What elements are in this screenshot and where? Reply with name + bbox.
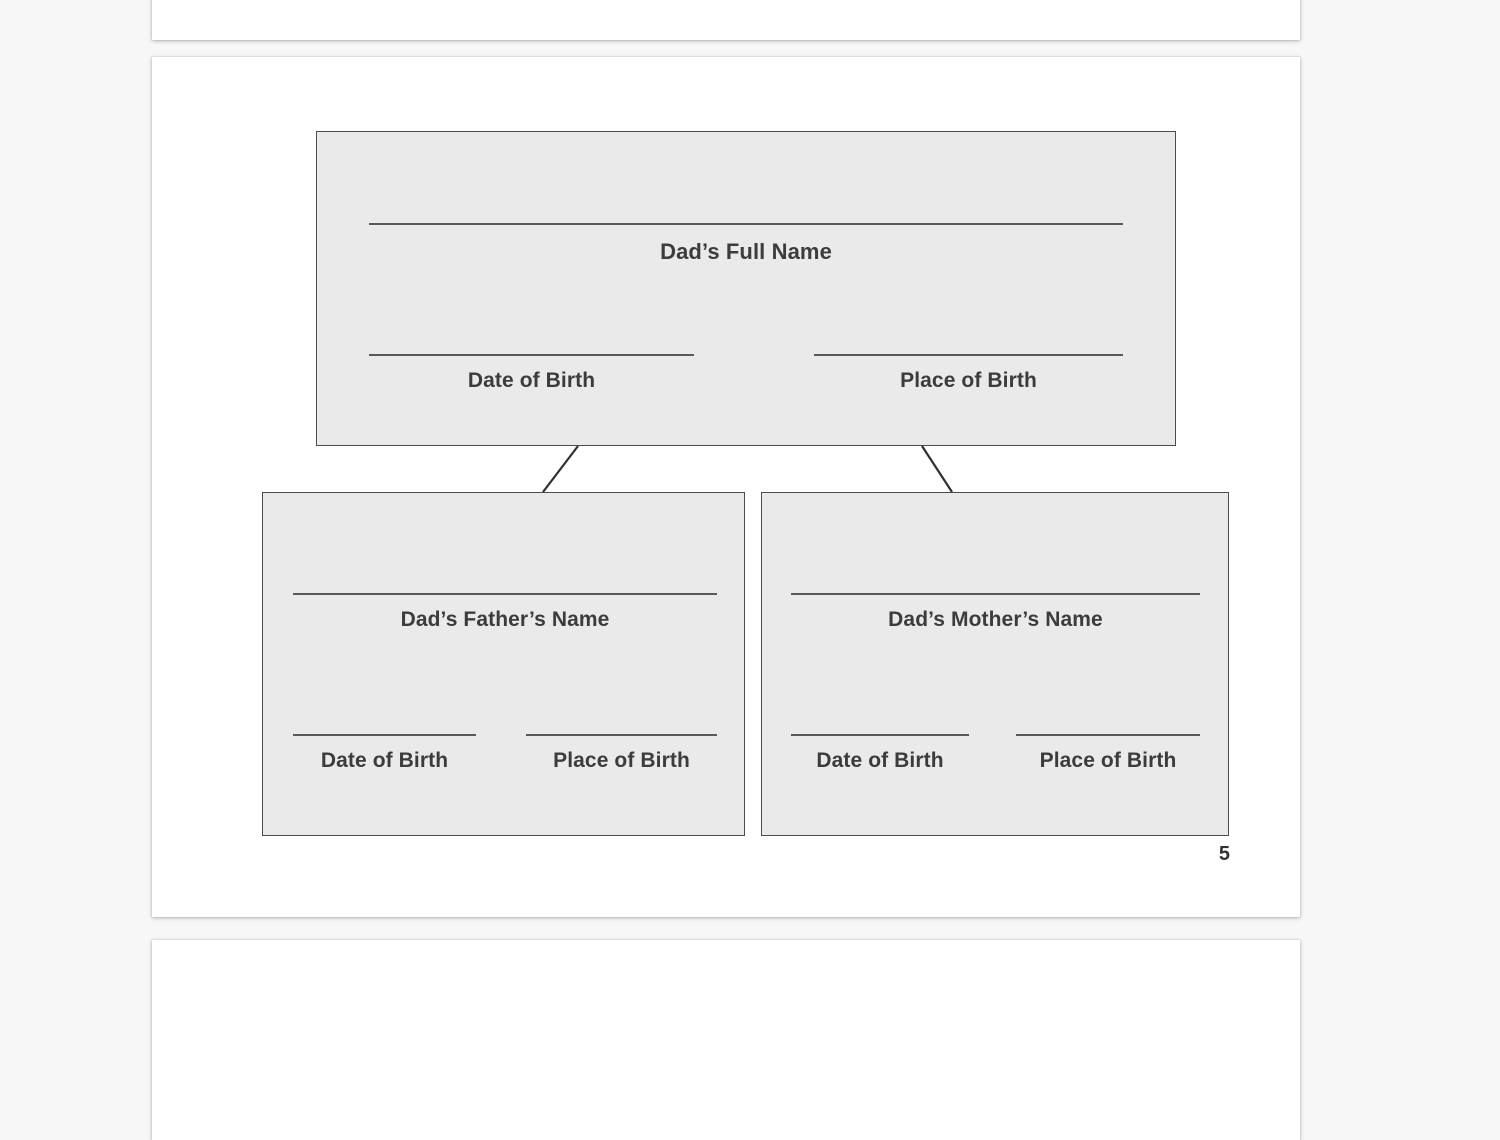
write-line-dad-place-of-birth[interactable] [814,354,1123,356]
label-dads-mother-name: Dad’s Mother’s Name [888,608,1103,631]
field-dad-place-of-birth[interactable]: Place of Birth [814,354,1123,393]
field-dads-mother-name[interactable]: Dad’s Mother’s Name [791,593,1200,632]
label-dads-mother-place-of-birth: Place of Birth [1039,749,1177,772]
document-page-next [152,940,1300,1140]
write-line-dads-mother-name[interactable] [791,593,1200,595]
document-page-current: Dad’s Full Name Date of Birth Place of B… [152,57,1300,917]
label-dads-mother-date-of-birth: Date of Birth [816,749,944,772]
label-dad-date-of-birth: Date of Birth [467,369,596,392]
write-line-dads-father-place-of-birth[interactable] [526,734,717,736]
write-line-dads-father-name[interactable] [293,593,717,595]
field-dads-father-name[interactable]: Dad’s Father’s Name [293,593,717,632]
write-line-dads-father-date-of-birth[interactable] [293,734,476,736]
label-dads-father-place-of-birth: Place of Birth [553,749,690,772]
tree-node-dad[interactable]: Dad’s Full Name Date of Birth Place of B… [316,131,1176,446]
write-line-dads-mother-date-of-birth[interactable] [791,734,969,736]
tree-node-dads-mother[interactable]: Dad’s Mother’s Name Date of Birth Place … [761,492,1229,836]
field-dad-full-name[interactable]: Dad’s Full Name [369,223,1123,265]
label-dads-father-name: Dad’s Father’s Name [400,608,610,631]
document-page-previous [152,0,1300,40]
field-dads-mother-place-of-birth[interactable]: Place of Birth [1016,734,1200,773]
write-line-dad-full-name[interactable] [369,223,1123,225]
field-dad-date-of-birth[interactable]: Date of Birth [369,354,694,393]
connector-line-right [921,445,953,493]
write-line-dads-mother-place-of-birth[interactable] [1016,734,1200,736]
connector-line-left [542,445,579,493]
page-number: 5 [1218,843,1230,865]
label-dads-father-date-of-birth: Date of Birth [320,749,449,772]
field-dads-father-place-of-birth[interactable]: Place of Birth [526,734,717,773]
write-line-dad-date-of-birth[interactable] [369,354,694,356]
label-dad-full-name: Dad’s Full Name [660,239,832,264]
label-dad-place-of-birth: Place of Birth [900,369,1037,392]
field-dads-mother-date-of-birth[interactable]: Date of Birth [791,734,969,773]
field-dads-father-date-of-birth[interactable]: Date of Birth [293,734,476,773]
tree-node-dads-father[interactable]: Dad’s Father’s Name Date of Birth Place … [262,492,745,836]
